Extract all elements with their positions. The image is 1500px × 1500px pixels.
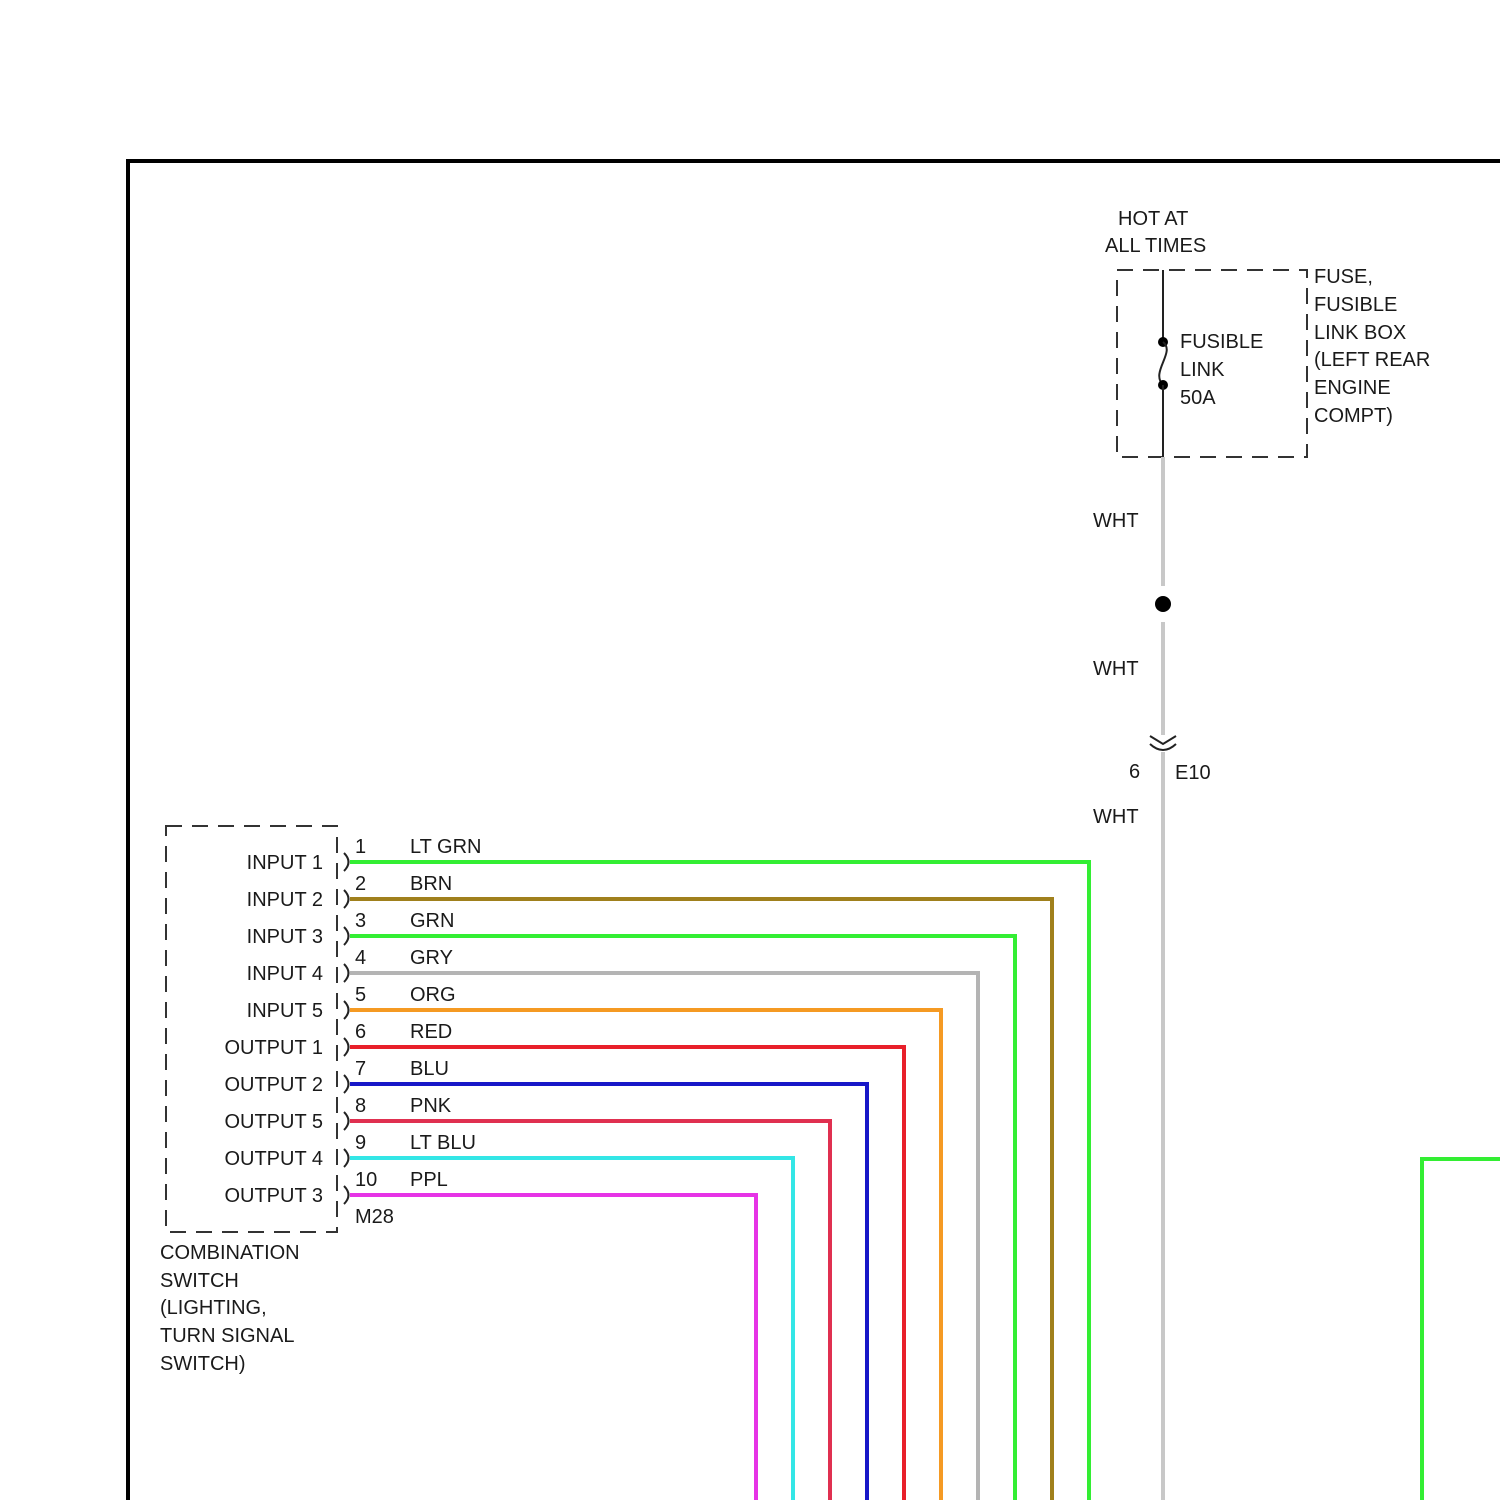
- switch-pin-number: 1: [355, 836, 366, 858]
- fusible-link-symbol: [1159, 342, 1167, 385]
- fuse-box-name-6: COMPT): [1314, 405, 1393, 427]
- combination-switch: INPUT 1 1 LT GRN INPUT 2 2 BRN INPUT 3 3 GRN INPU…: [160, 826, 482, 1375]
- switch-pin-number: 8: [355, 1095, 366, 1117]
- switch-pin-number: 6: [355, 1021, 366, 1043]
- switch-pin-number: 5: [355, 984, 366, 1006]
- connector-cavity: [344, 1075, 349, 1093]
- fuse-box-name-1: FUSE,: [1314, 266, 1373, 288]
- wire-color-label: GRN: [410, 910, 454, 932]
- switch-wire: [350, 973, 978, 1500]
- edge-wire: [1422, 1159, 1500, 1500]
- connector-e10-name: E10: [1175, 762, 1211, 784]
- switch-wire: [350, 1195, 756, 1500]
- switch-pin-number: 10: [355, 1169, 377, 1191]
- switch-pin-function: OUTPUT 3: [224, 1185, 323, 1207]
- switch-name-4: TURN SIGNAL: [160, 1325, 294, 1347]
- switch-wires: [350, 862, 1089, 1500]
- wire-color-label: PNK: [410, 1095, 452, 1117]
- wire-color-label: LT GRN: [410, 836, 482, 858]
- switch-pin-function: OUTPUT 1: [224, 1037, 323, 1059]
- switch-pin-function: INPUT 4: [247, 963, 323, 985]
- feed-wire-label-upper: WHT: [1093, 510, 1139, 532]
- hot-label-line-1: HOT AT: [1118, 208, 1188, 230]
- wire-color-label: ORG: [410, 984, 456, 1006]
- switch-pin-number: 2: [355, 873, 366, 895]
- wire-color-label: LT BLU: [410, 1132, 476, 1154]
- switch-pin-number: 4: [355, 947, 366, 969]
- fuse-box-name-2: FUSIBLE: [1314, 294, 1397, 316]
- splice-point: [1155, 596, 1171, 612]
- switch-pin-number: 3: [355, 910, 366, 932]
- switch-name-2: SWITCH: [160, 1270, 239, 1292]
- switch-wire: [350, 1158, 793, 1500]
- switch-name-3: (LIGHTING,: [160, 1297, 267, 1319]
- switch-pin-function: INPUT 5: [247, 1000, 323, 1022]
- switch-pin-function: INPUT 1: [247, 852, 323, 874]
- connector-cavity: [344, 1149, 349, 1167]
- fuse-box: HOT AT ALL TIMES FUSIBLE LINK 50A FUSE, …: [1105, 208, 1430, 457]
- switch-pin-function: OUTPUT 4: [224, 1148, 323, 1170]
- connector-cavity: [344, 964, 349, 982]
- switch-name-1: COMBINATION: [160, 1242, 300, 1264]
- feed-wire-label-middle: WHT: [1093, 658, 1139, 680]
- switch-pin-function: OUTPUT 2: [224, 1074, 323, 1096]
- connector-cavity: [344, 1186, 349, 1204]
- switch-pin-labels: INPUT 1 1 LT GRN INPUT 2 2 BRN INPUT 3 3 GRN INPU…: [224, 836, 481, 1207]
- fuse-box-name-3: LINK BOX: [1314, 322, 1406, 344]
- wire-color-label: GRY: [410, 947, 453, 969]
- fusible-link-rating: 50A: [1180, 387, 1216, 409]
- feed-wire-label-lower: WHT: [1093, 806, 1139, 828]
- connector-m28-name: M28: [355, 1206, 394, 1228]
- fuse-box-name-4: (LEFT REAR: [1314, 349, 1430, 371]
- switch-pin-number: 7: [355, 1058, 366, 1080]
- switch-pin-function: OUTPUT 5: [224, 1111, 323, 1133]
- connector-e10-symbol: [1150, 736, 1176, 750]
- connector-cavity: [344, 927, 349, 945]
- switch-name-5: SWITCH): [160, 1353, 246, 1375]
- switch-pin-function: INPUT 2: [247, 889, 323, 911]
- fusible-link-label-2: LINK: [1180, 359, 1225, 381]
- connector-cavity: [344, 1038, 349, 1056]
- wire-color-label: RED: [410, 1021, 452, 1043]
- hot-label-line-2: ALL TIMES: [1105, 235, 1206, 257]
- connector-cavity: [344, 1112, 349, 1130]
- connector-cavity: [344, 853, 349, 871]
- diagram-frame: [128, 161, 1500, 1500]
- connector-e10-pin: 6: [1129, 761, 1140, 783]
- switch-pin-function: INPUT 3: [247, 926, 323, 948]
- connector-cavity: [344, 1001, 349, 1019]
- fusible-link-label-1: FUSIBLE: [1180, 331, 1263, 353]
- switch-pin-number: 9: [355, 1132, 366, 1154]
- wire-color-label: PPL: [410, 1169, 448, 1191]
- wire-color-label: BRN: [410, 873, 452, 895]
- fuse-box-name-5: ENGINE: [1314, 377, 1391, 399]
- switch-outline: [166, 826, 337, 1232]
- connector-cavity: [344, 890, 349, 908]
- feed-wire: WHT WHT 6 E10 WHT: [1093, 457, 1211, 1500]
- wire-color-label: BLU: [410, 1058, 449, 1080]
